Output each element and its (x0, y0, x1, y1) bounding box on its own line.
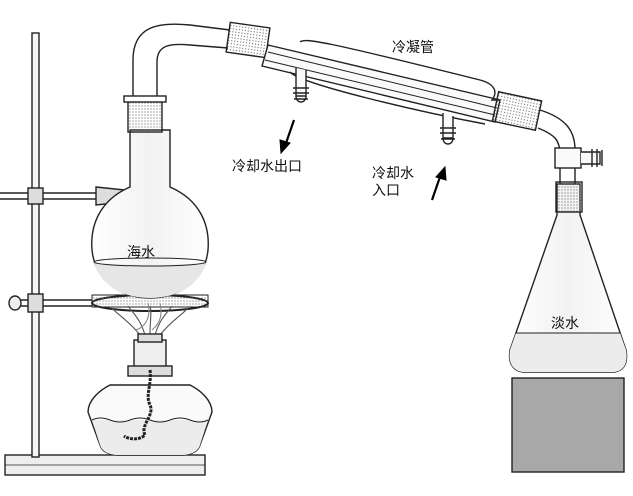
water-inlet-label-2: 入口 (372, 183, 400, 199)
seawater-label: 海水 (127, 245, 155, 261)
water-outlet-label: 冷却水出口 (232, 159, 302, 175)
upper-clamp (0, 186, 126, 206)
joint-sleeve-2 (491, 90, 543, 132)
fresh-water-liquid (509, 333, 627, 372)
conical-stopper (555, 181, 583, 213)
lamp-flame (111, 302, 189, 336)
seawater-liquid (94, 262, 206, 298)
joint-sleeve-1 (225, 21, 271, 59)
round-bottom-flask (91, 95, 209, 299)
lamp-wick-holder (133, 339, 167, 371)
fresh-water-label: 淡水 (551, 316, 579, 332)
flow-arrows (279, 119, 447, 201)
stand-rod (31, 32, 40, 458)
condenser-label: 冷凝管 (392, 40, 434, 56)
conical-flask (508, 181, 628, 373)
lamp-wick (123, 369, 153, 441)
support-block (511, 377, 625, 473)
water-inlet-label-1: 冷却水 (372, 166, 414, 182)
condenser (261, 39, 543, 145)
flask-stopper (127, 99, 163, 133)
distillation-head (132, 21, 271, 96)
inlet-arrow (430, 165, 447, 201)
water-outlet-nozzle (293, 68, 309, 103)
lamp-alcohol (92, 420, 208, 455)
receiver-adapter (537, 109, 603, 190)
alcohol-lamp (87, 302, 213, 456)
water-inlet-nozzle (440, 113, 456, 145)
outlet-arrow (279, 119, 296, 155)
